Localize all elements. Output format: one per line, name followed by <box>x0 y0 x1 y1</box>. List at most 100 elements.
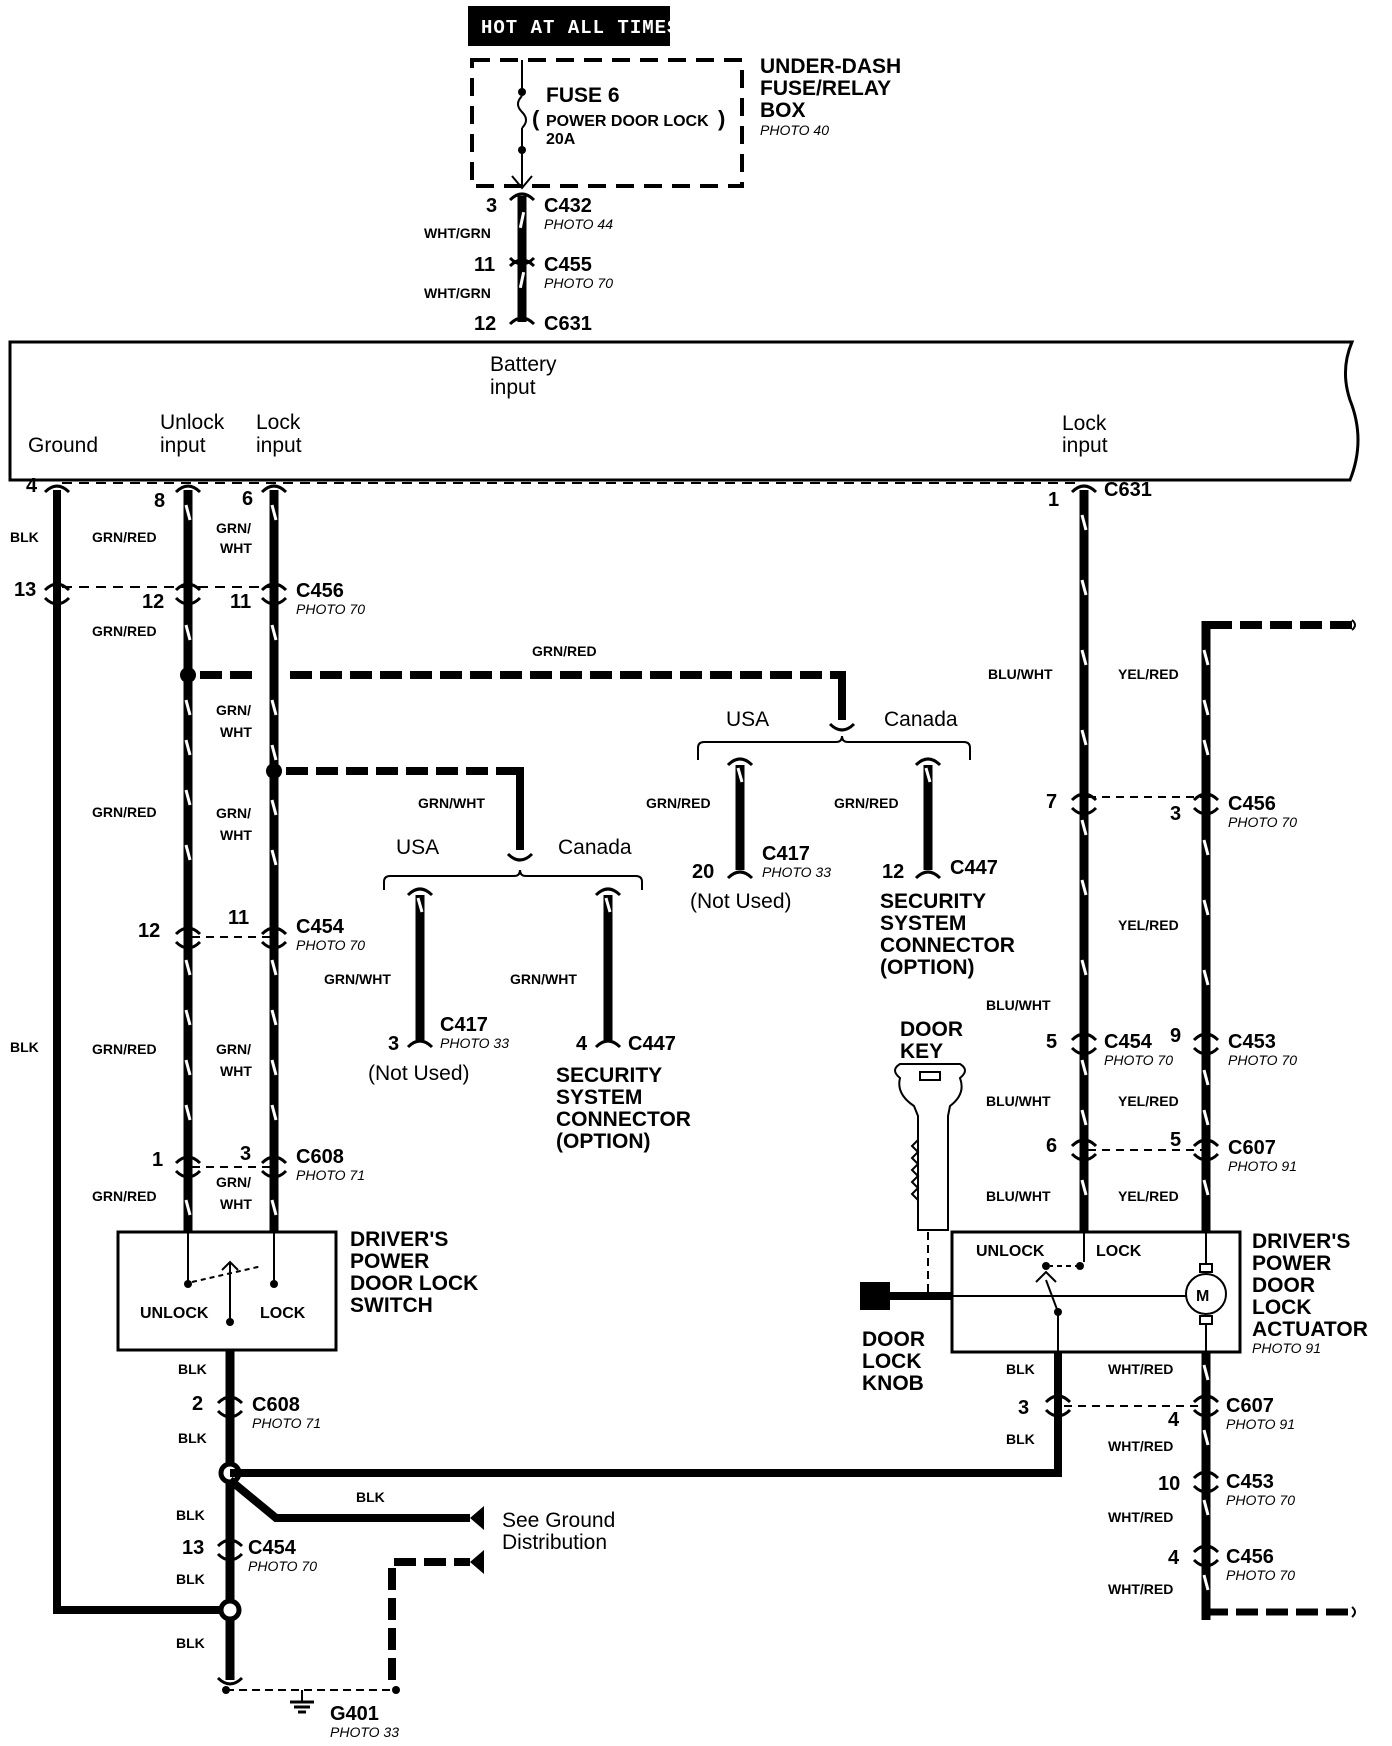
svg-text:FUSE/RELAY: FUSE/RELAY <box>760 77 891 100</box>
svg-text:YEL/RED: YEL/RED <box>1118 1188 1179 1204</box>
svg-text:13: 13 <box>14 579 36 601</box>
svg-text:PHOTO 71: PHOTO 71 <box>296 1167 365 1183</box>
svg-text:C631: C631 <box>544 313 592 335</box>
svg-text:WHT/GRN: WHT/GRN <box>424 285 491 301</box>
svg-text:PHOTO 40: PHOTO 40 <box>760 122 829 138</box>
svg-text:PHOTO 70: PHOTO 70 <box>248 1558 317 1574</box>
grnred-branch-wire: GRN/RED USA Canada <box>200 643 971 760</box>
svg-text:Ground: Ground <box>28 434 98 457</box>
svg-text:KNOB: KNOB <box>862 1372 924 1395</box>
svg-text:(Not Used): (Not Used) <box>368 1062 470 1085</box>
lock-wire-bluwht: 1 BLU/WHT 7 BLU/WHT 5 BLU/WHT 6 BLU/WHT <box>986 484 1098 1232</box>
c417-b-wire: GRN/RED 20 C417 PHOTO 33 (Not Used) <box>646 757 831 913</box>
svg-text:GRN/: GRN/ <box>216 702 251 718</box>
svg-text:C447: C447 <box>950 857 998 879</box>
svg-text:BOX: BOX <box>760 99 806 122</box>
svg-text:(: ( <box>532 106 540 131</box>
svg-text:BLK: BLK <box>176 1507 205 1523</box>
svg-text:C608: C608 <box>252 1394 300 1416</box>
svg-text:USA: USA <box>726 708 769 731</box>
door-key-icon: DOOR KEY <box>894 1018 966 1294</box>
svg-text:(OPTION): (OPTION) <box>556 1130 651 1153</box>
svg-text:GRN/RED: GRN/RED <box>92 623 157 639</box>
svg-text:DOOR LOCK: DOOR LOCK <box>350 1272 478 1295</box>
svg-text:GRN/: GRN/ <box>216 1041 251 1057</box>
drivers-door-lock-switch: UNLOCK LOCK DRIVER'S POWER DOOR LOCK SWI… <box>116 1228 478 1352</box>
svg-text:GRN/RED: GRN/RED <box>646 795 711 811</box>
svg-text:WHT: WHT <box>220 1196 252 1212</box>
svg-text:BLK: BLK <box>10 1039 39 1055</box>
svg-text:WHT/RED: WHT/RED <box>1108 1509 1173 1525</box>
svg-text:10: 10 <box>1158 1473 1180 1495</box>
svg-text:C447: C447 <box>628 1033 676 1055</box>
svg-text:GRN/RED: GRN/RED <box>92 1188 157 1204</box>
svg-text:CONNECTOR: CONNECTOR <box>556 1108 691 1131</box>
svg-text:C456: C456 <box>1226 1546 1274 1568</box>
svg-text:SWITCH: SWITCH <box>350 1294 433 1317</box>
svg-text:PHOTO 33: PHOTO 33 <box>440 1035 509 1051</box>
svg-text:BLK: BLK <box>1006 1431 1035 1447</box>
svg-text:POWER DOOR LOCK: POWER DOOR LOCK <box>546 113 709 130</box>
svg-text:FUSE 6: FUSE 6 <box>546 84 620 107</box>
actuator-blk-wire: BLK 3 BLK <box>1006 1361 1202 1447</box>
svg-text:GRN/RED: GRN/RED <box>92 804 157 820</box>
svg-text:3: 3 <box>388 1033 399 1055</box>
c447-a-wire: GRN/WHT 4 C447 SECURITY SYSTEM CONNECTOR… <box>510 887 691 1153</box>
svg-text:BLK: BLK <box>178 1361 207 1377</box>
svg-text:GRN/RED: GRN/RED <box>532 643 597 659</box>
c456-right-label: C456 PHOTO 70 <box>1228 793 1297 830</box>
svg-text:GRN/: GRN/ <box>216 520 251 536</box>
door-lock-knob: DOOR LOCK KNOB <box>860 1282 952 1395</box>
svg-text:BLU/WHT: BLU/WHT <box>986 1188 1051 1204</box>
svg-text:PHOTO 91: PHOTO 91 <box>1226 1416 1295 1432</box>
svg-text:input: input <box>256 434 302 457</box>
svg-text:8: 8 <box>154 490 165 512</box>
svg-text:Distribution: Distribution <box>502 1531 607 1554</box>
c447-b-wire: GRN/RED 12 C447 SECURITY SYSTEM CONNECTO… <box>834 757 1015 979</box>
actuator-ground-return: BLK See Ground Distribution <box>227 1352 1062 1680</box>
svg-text:PHOTO 33: PHOTO 33 <box>762 864 831 880</box>
svg-text:SECURITY: SECURITY <box>880 890 986 913</box>
c417-a-wire: GRN/WHT 3 C417 PHOTO 33 (Not Used) <box>324 887 509 1085</box>
fuse-6: FUSE 6 ( POWER DOOR LOCK ) 20A <box>511 60 725 190</box>
svg-text:5: 5 <box>1046 1031 1057 1053</box>
svg-text:13: 13 <box>182 1537 204 1559</box>
svg-text:UNDER-DASH: UNDER-DASH <box>760 55 901 78</box>
svg-text:4: 4 <box>576 1033 588 1055</box>
g401-ground: G401 PHOTO 33 <box>222 1686 400 1740</box>
svg-text:C607: C607 <box>1228 1137 1276 1159</box>
svg-text:BLK: BLK <box>176 1571 205 1587</box>
svg-text:PHOTO 70: PHOTO 70 <box>296 601 365 617</box>
c453-right-label: C453 PHOTO 70 <box>1228 1031 1297 1068</box>
ground-wire-blk: 4 BLK 13 BLK <box>10 475 228 1614</box>
svg-text:WHT: WHT <box>220 827 252 843</box>
svg-text:PHOTO 70: PHOTO 70 <box>544 275 613 291</box>
svg-text:C456: C456 <box>1228 793 1276 815</box>
svg-text:PHOTO 71: PHOTO 71 <box>252 1415 321 1431</box>
switch-ground-wire: BLK 2 C608 PHOTO 71 BLK BLK 13 C454 PHOT… <box>176 1350 321 1686</box>
svg-text:WHT: WHT <box>220 724 252 740</box>
svg-text:SYSTEM: SYSTEM <box>880 912 966 935</box>
svg-text:See Ground: See Ground <box>502 1509 615 1532</box>
svg-text:DOOR: DOOR <box>862 1328 925 1351</box>
c607-right-label: C607 PHOTO 91 <box>1228 1137 1297 1174</box>
grnwht-branch-wire: GRN/WHT USA Canada <box>286 767 643 890</box>
svg-text:1: 1 <box>152 1149 163 1171</box>
c631-connector-line: C631 <box>62 479 1152 501</box>
svg-text:5: 5 <box>1170 1129 1181 1151</box>
c608-left-label: C608 PHOTO 71 <box>296 1146 365 1183</box>
under-dash-fuse-box: UNDER-DASH FUSE/RELAY BOX PHOTO 40 <box>470 55 901 188</box>
svg-text:GRN/WHT: GRN/WHT <box>324 971 391 987</box>
svg-text:6: 6 <box>1046 1135 1057 1157</box>
svg-text:UNLOCK: UNLOCK <box>140 1305 209 1322</box>
svg-text:3: 3 <box>1170 803 1181 825</box>
battery-feed-wire: 3 C432 PHOTO 44 WHT/GRN 11 C455 PHOTO 70… <box>424 192 613 335</box>
control-unit-box: Battery input Ground Unlock input Lock i… <box>8 340 1360 482</box>
svg-text:C453: C453 <box>1228 1031 1276 1053</box>
svg-text:4: 4 <box>26 475 38 497</box>
svg-text:WHT: WHT <box>220 540 252 556</box>
svg-text:11: 11 <box>228 907 249 929</box>
hot-at-all-times-banner: HOT AT ALL TIMES <box>468 6 678 46</box>
svg-text:20: 20 <box>692 861 714 883</box>
svg-text:PHOTO 44: PHOTO 44 <box>544 216 613 232</box>
